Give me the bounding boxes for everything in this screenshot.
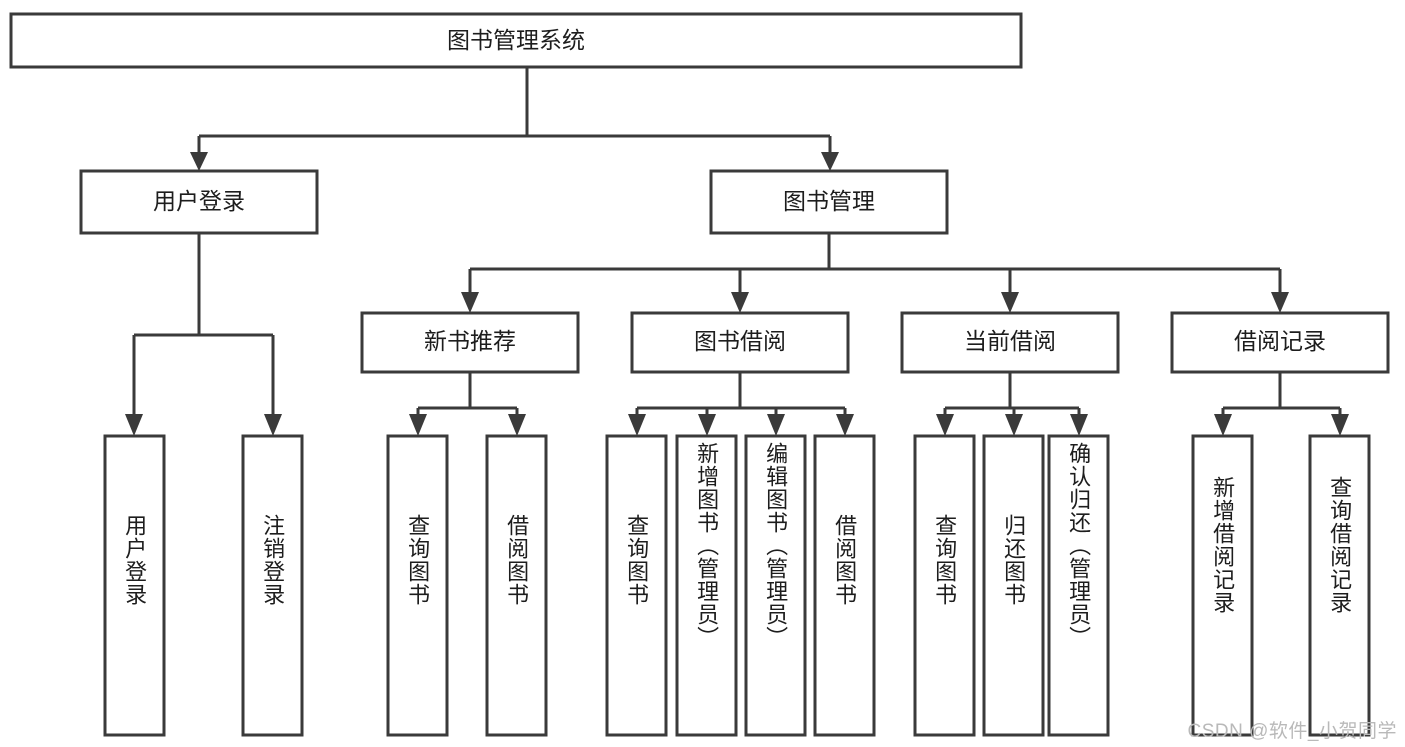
node-label-new-book-recommend: 新书推荐 bbox=[424, 328, 516, 354]
leaf-box-cb-query-book[interactable] bbox=[913, 434, 976, 737]
leaf-box-bb-add-book[interactable] bbox=[675, 434, 738, 737]
arrow-head-bb-leaf-1 bbox=[628, 414, 646, 436]
arrow-head-cb-leaf-1 bbox=[936, 414, 954, 436]
arrow-head-bb-leaf-3 bbox=[767, 414, 785, 436]
leaf-label-wrap-bb-query-book: 查询图书 bbox=[607, 436, 666, 735]
leaf-label-user-login: 用户登录 bbox=[122, 514, 148, 606]
leaf-label-bb-query-book: 查询图书 bbox=[624, 514, 650, 606]
leaf-label-wrap-br-query-record: 查询借阅记录 bbox=[1310, 436, 1369, 735]
arrow-head-book-borrow bbox=[731, 292, 749, 313]
arrow-head-bb-leaf-4 bbox=[836, 414, 854, 436]
leaf-label-bb-add-book: 新增图书（管理员） bbox=[694, 442, 720, 649]
arrow-head-ul-leaf-2 bbox=[264, 414, 282, 436]
node-label-root: 图书管理系统 bbox=[447, 27, 585, 53]
leaf-label-logout: 注销登录 bbox=[260, 514, 286, 606]
arrow-head-ul-leaf-1 bbox=[125, 414, 143, 436]
arrow-head-nbr-leaf-1 bbox=[409, 414, 427, 436]
node-box-new-book-recommend[interactable] bbox=[360, 311, 580, 374]
arrow-head-book-manage bbox=[821, 152, 839, 171]
arrow-head-current-borrow bbox=[1001, 292, 1019, 313]
arrow-head-nbr-leaf-2 bbox=[508, 414, 526, 436]
node-label-book-manage: 图书管理 bbox=[783, 188, 875, 214]
leaf-label-nbr-query-book: 查询图书 bbox=[405, 514, 431, 606]
leaf-box-cb-return-book[interactable] bbox=[982, 434, 1045, 737]
watermark-text: CSDN @软件_小贺同学 bbox=[1187, 721, 1397, 742]
arrow-head-new-book bbox=[461, 292, 479, 313]
node-label-current-borrow: 当前借阅 bbox=[964, 328, 1056, 354]
arrow-head-user-login bbox=[190, 152, 208, 171]
leaf-box-cb-confirm-return[interactable] bbox=[1047, 434, 1110, 737]
leaf-label-bb-borrow-book: 借阅图书 bbox=[832, 514, 858, 606]
leaf-label-cb-query-book: 查询图书 bbox=[932, 514, 958, 606]
arrow-head-cb-leaf-3 bbox=[1070, 414, 1088, 436]
node-box-root[interactable] bbox=[9, 12, 1023, 69]
arrow-head-cb-leaf-2 bbox=[1005, 414, 1023, 436]
leaf-label-wrap-br-add-record: 新增借阅记录 bbox=[1193, 436, 1252, 735]
leaf-label-wrap-bb-add-book: 新增图书（管理员） bbox=[677, 436, 736, 735]
leaf-box-nbr-borrow-book[interactable] bbox=[485, 434, 548, 737]
leaf-label-wrap-nbr-borrow-book: 借阅图书 bbox=[487, 436, 546, 735]
leaf-box-nbr-query-book[interactable] bbox=[386, 434, 449, 737]
node-label-user-login: 用户登录 bbox=[153, 188, 245, 214]
leaf-box-logout[interactable] bbox=[241, 434, 304, 737]
leaf-label-bb-edit-book: 编辑图书（管理员） bbox=[763, 442, 789, 649]
node-label-book-borrow: 图书借阅 bbox=[694, 328, 786, 354]
leaf-label-wrap-cb-confirm-return: 确认归还（管理员） bbox=[1049, 436, 1108, 735]
leaf-box-user-login[interactable] bbox=[103, 434, 166, 737]
node-box-book-borrow[interactable] bbox=[630, 311, 850, 374]
leaf-label-wrap-cb-return-book: 归还图书 bbox=[984, 436, 1043, 735]
leaf-box-bb-edit-book[interactable] bbox=[744, 434, 807, 737]
leaf-label-wrap-bb-edit-book: 编辑图书（管理员） bbox=[746, 436, 805, 735]
leaf-label-cb-confirm-return: 确认归还（管理员） bbox=[1066, 442, 1092, 649]
leaf-label-wrap-nbr-query-book: 查询图书 bbox=[388, 436, 447, 735]
leaf-label-nbr-borrow-book: 借阅图书 bbox=[504, 514, 530, 606]
leaf-label-wrap-logout: 注销登录 bbox=[243, 436, 302, 735]
leaf-label-br-query-record: 查询借阅记录 bbox=[1327, 476, 1353, 614]
leaf-box-br-add-record[interactable] bbox=[1191, 434, 1254, 737]
leaf-label-wrap-cb-query-book: 查询图书 bbox=[915, 436, 974, 735]
leaf-label-wrap-user-login: 用户登录 bbox=[105, 436, 164, 735]
node-label-borrow-record: 借阅记录 bbox=[1234, 328, 1326, 354]
arrow-head-br-leaf-2 bbox=[1331, 414, 1349, 436]
leaf-label-br-add-record: 新增借阅记录 bbox=[1210, 476, 1236, 614]
leaf-label-wrap-bb-borrow-book: 借阅图书 bbox=[815, 436, 874, 735]
leaf-box-br-query-record[interactable] bbox=[1308, 434, 1371, 737]
arrow-head-borrow-record bbox=[1271, 292, 1289, 313]
arrow-head-br-leaf-1 bbox=[1214, 414, 1232, 436]
leaf-box-bb-query-book[interactable] bbox=[605, 434, 668, 737]
node-box-current-borrow[interactable] bbox=[900, 311, 1120, 374]
leaf-label-cb-return-book: 归还图书 bbox=[1001, 514, 1027, 606]
arrow-head-bb-leaf-2 bbox=[698, 414, 716, 436]
leaf-box-bb-borrow-book[interactable] bbox=[813, 434, 876, 737]
